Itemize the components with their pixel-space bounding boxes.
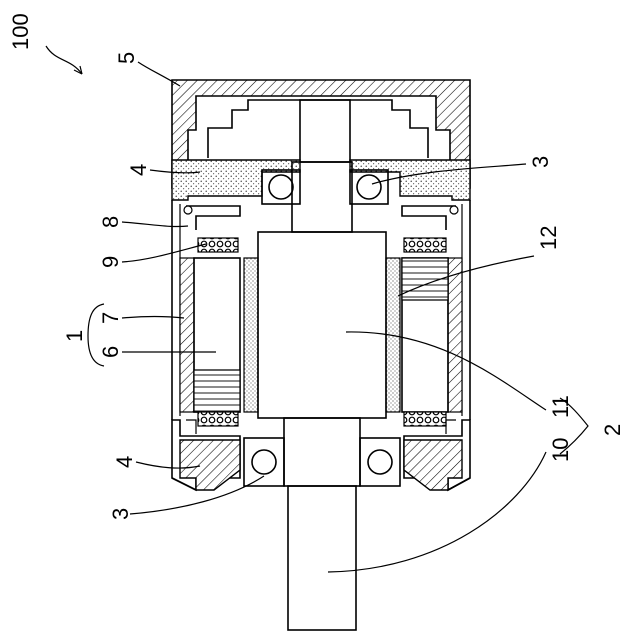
encoder-block	[208, 100, 428, 162]
coil-end-bracket-top	[184, 206, 458, 230]
label-5: 5	[114, 52, 139, 64]
upper-bracket	[172, 160, 470, 200]
lower-bracket	[172, 420, 470, 490]
lower-bearing-right	[360, 438, 400, 486]
label-12: 12	[536, 226, 561, 250]
label-6: 6	[98, 346, 123, 358]
stator-core-left	[180, 258, 240, 412]
label-8: 8	[98, 216, 123, 228]
label-1: 1	[62, 330, 87, 342]
upper-bearing-right	[350, 170, 388, 204]
label-4-bottom: 4	[112, 456, 137, 468]
leader-lines	[46, 46, 588, 572]
upper-bearing-left	[262, 170, 300, 204]
label-7: 7	[98, 312, 123, 324]
label-11: 11	[548, 395, 573, 418]
lower-bearing-left	[244, 438, 284, 486]
stator-core-right	[402, 258, 462, 412]
label-100: 100	[8, 13, 33, 50]
coil-end-top	[198, 238, 446, 252]
label-9: 9	[98, 256, 123, 268]
label-3-top: 3	[528, 156, 553, 168]
coil-end-bottom	[186, 412, 456, 434]
label-2: 2	[600, 424, 625, 436]
rotor-core	[258, 232, 386, 418]
rotor-magnets	[244, 258, 400, 412]
label-3-bottom: 3	[108, 508, 133, 520]
label-4-top: 4	[126, 164, 151, 176]
label-10: 10	[548, 438, 573, 462]
shaft	[284, 162, 360, 630]
